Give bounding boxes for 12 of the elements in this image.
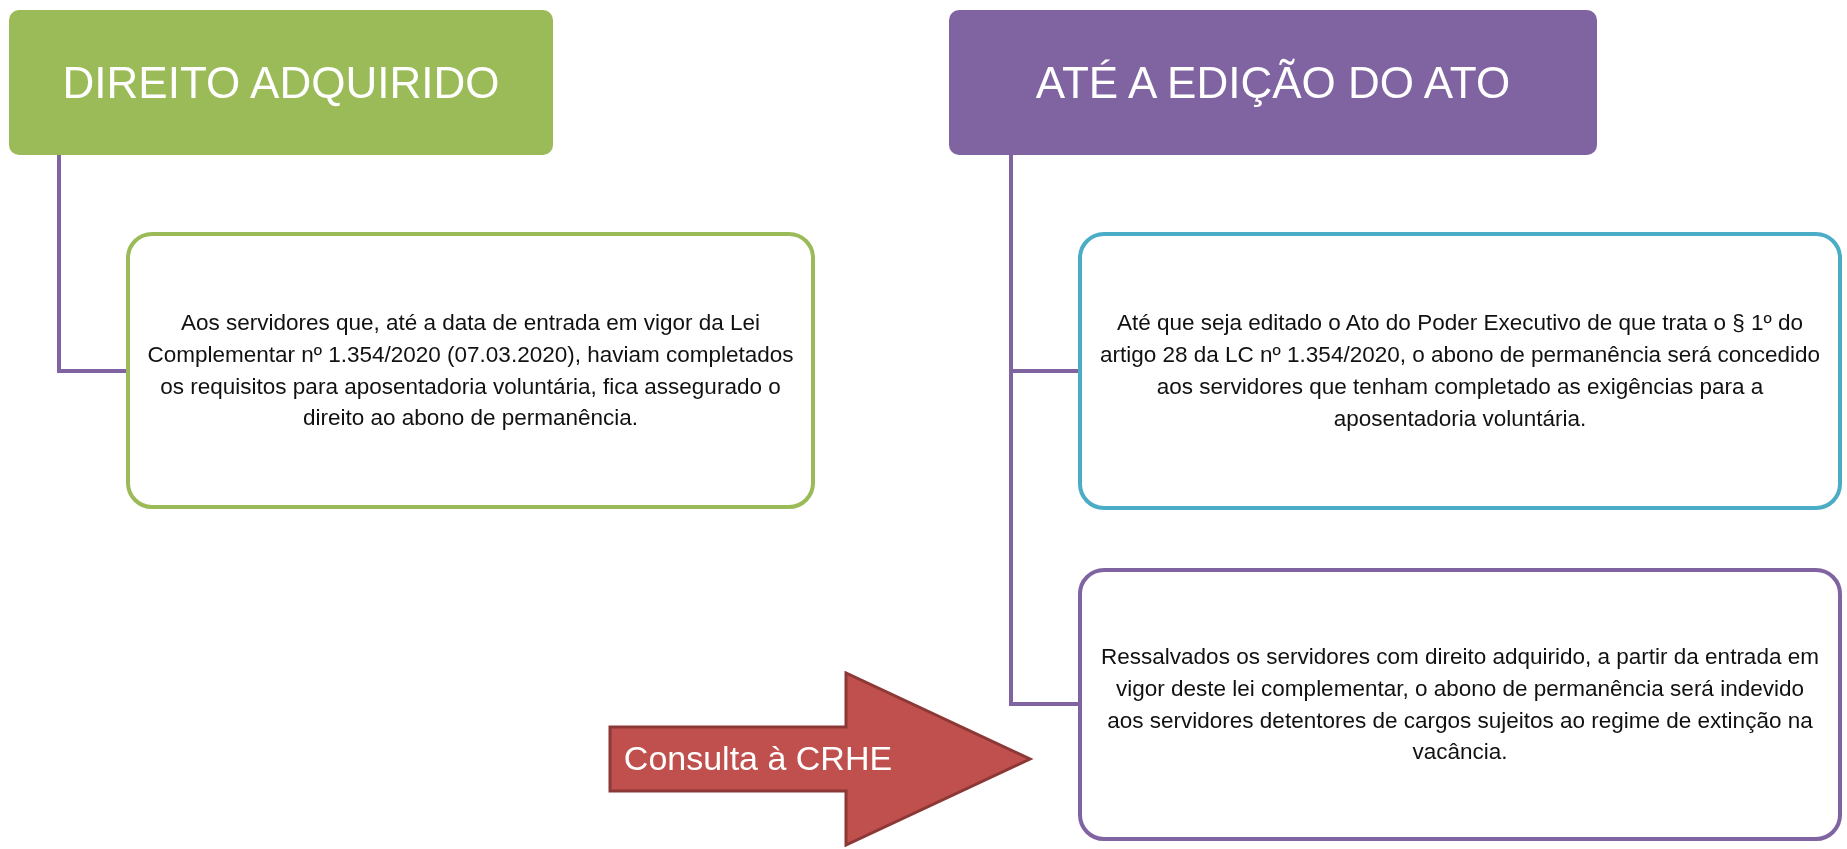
- paragraph: Ressalvados os servidores com direito adquirido, a partir da entrada em vigor deste lei complementar, o abono de permanência será indevido aos servidores detentores de cargos sujeitos ao regime de extinção na vacância.: [1100, 642, 1820, 767]
- paragraph: Aos servidores que, até a data de entrada em vigor da Lei Complementar nº 1.354/2020 (07.03.2020), haviam completados os requisitos para aposentadoria voluntária, fica assegurado o direito ao abono de permanência.: [146, 308, 795, 433]
- text-box: [126, 232, 815, 509]
- header-box: [9, 10, 553, 155]
- paragraph: Até que seja editado o Ato do Poder Executivo de que trata o § 1º do artigo 28 da LC nº 1.354/2020, o abono de permanência será concedido aos servidores que tenham completado as exigências para a aposentadoria voluntária.: [1099, 309, 1821, 433]
- arrow-label: Consulta à CRHE: [623, 738, 893, 778]
- text-box: [1078, 232, 1842, 510]
- heading: ATÉ A EDIÇÃO DO ATO: [1035, 57, 1511, 108]
- text-box: [1078, 568, 1842, 841]
- header-box: [949, 10, 1597, 155]
- connector-line: [57, 155, 126, 373]
- heading: DIREITO ADQUIRIDO: [62, 57, 500, 108]
